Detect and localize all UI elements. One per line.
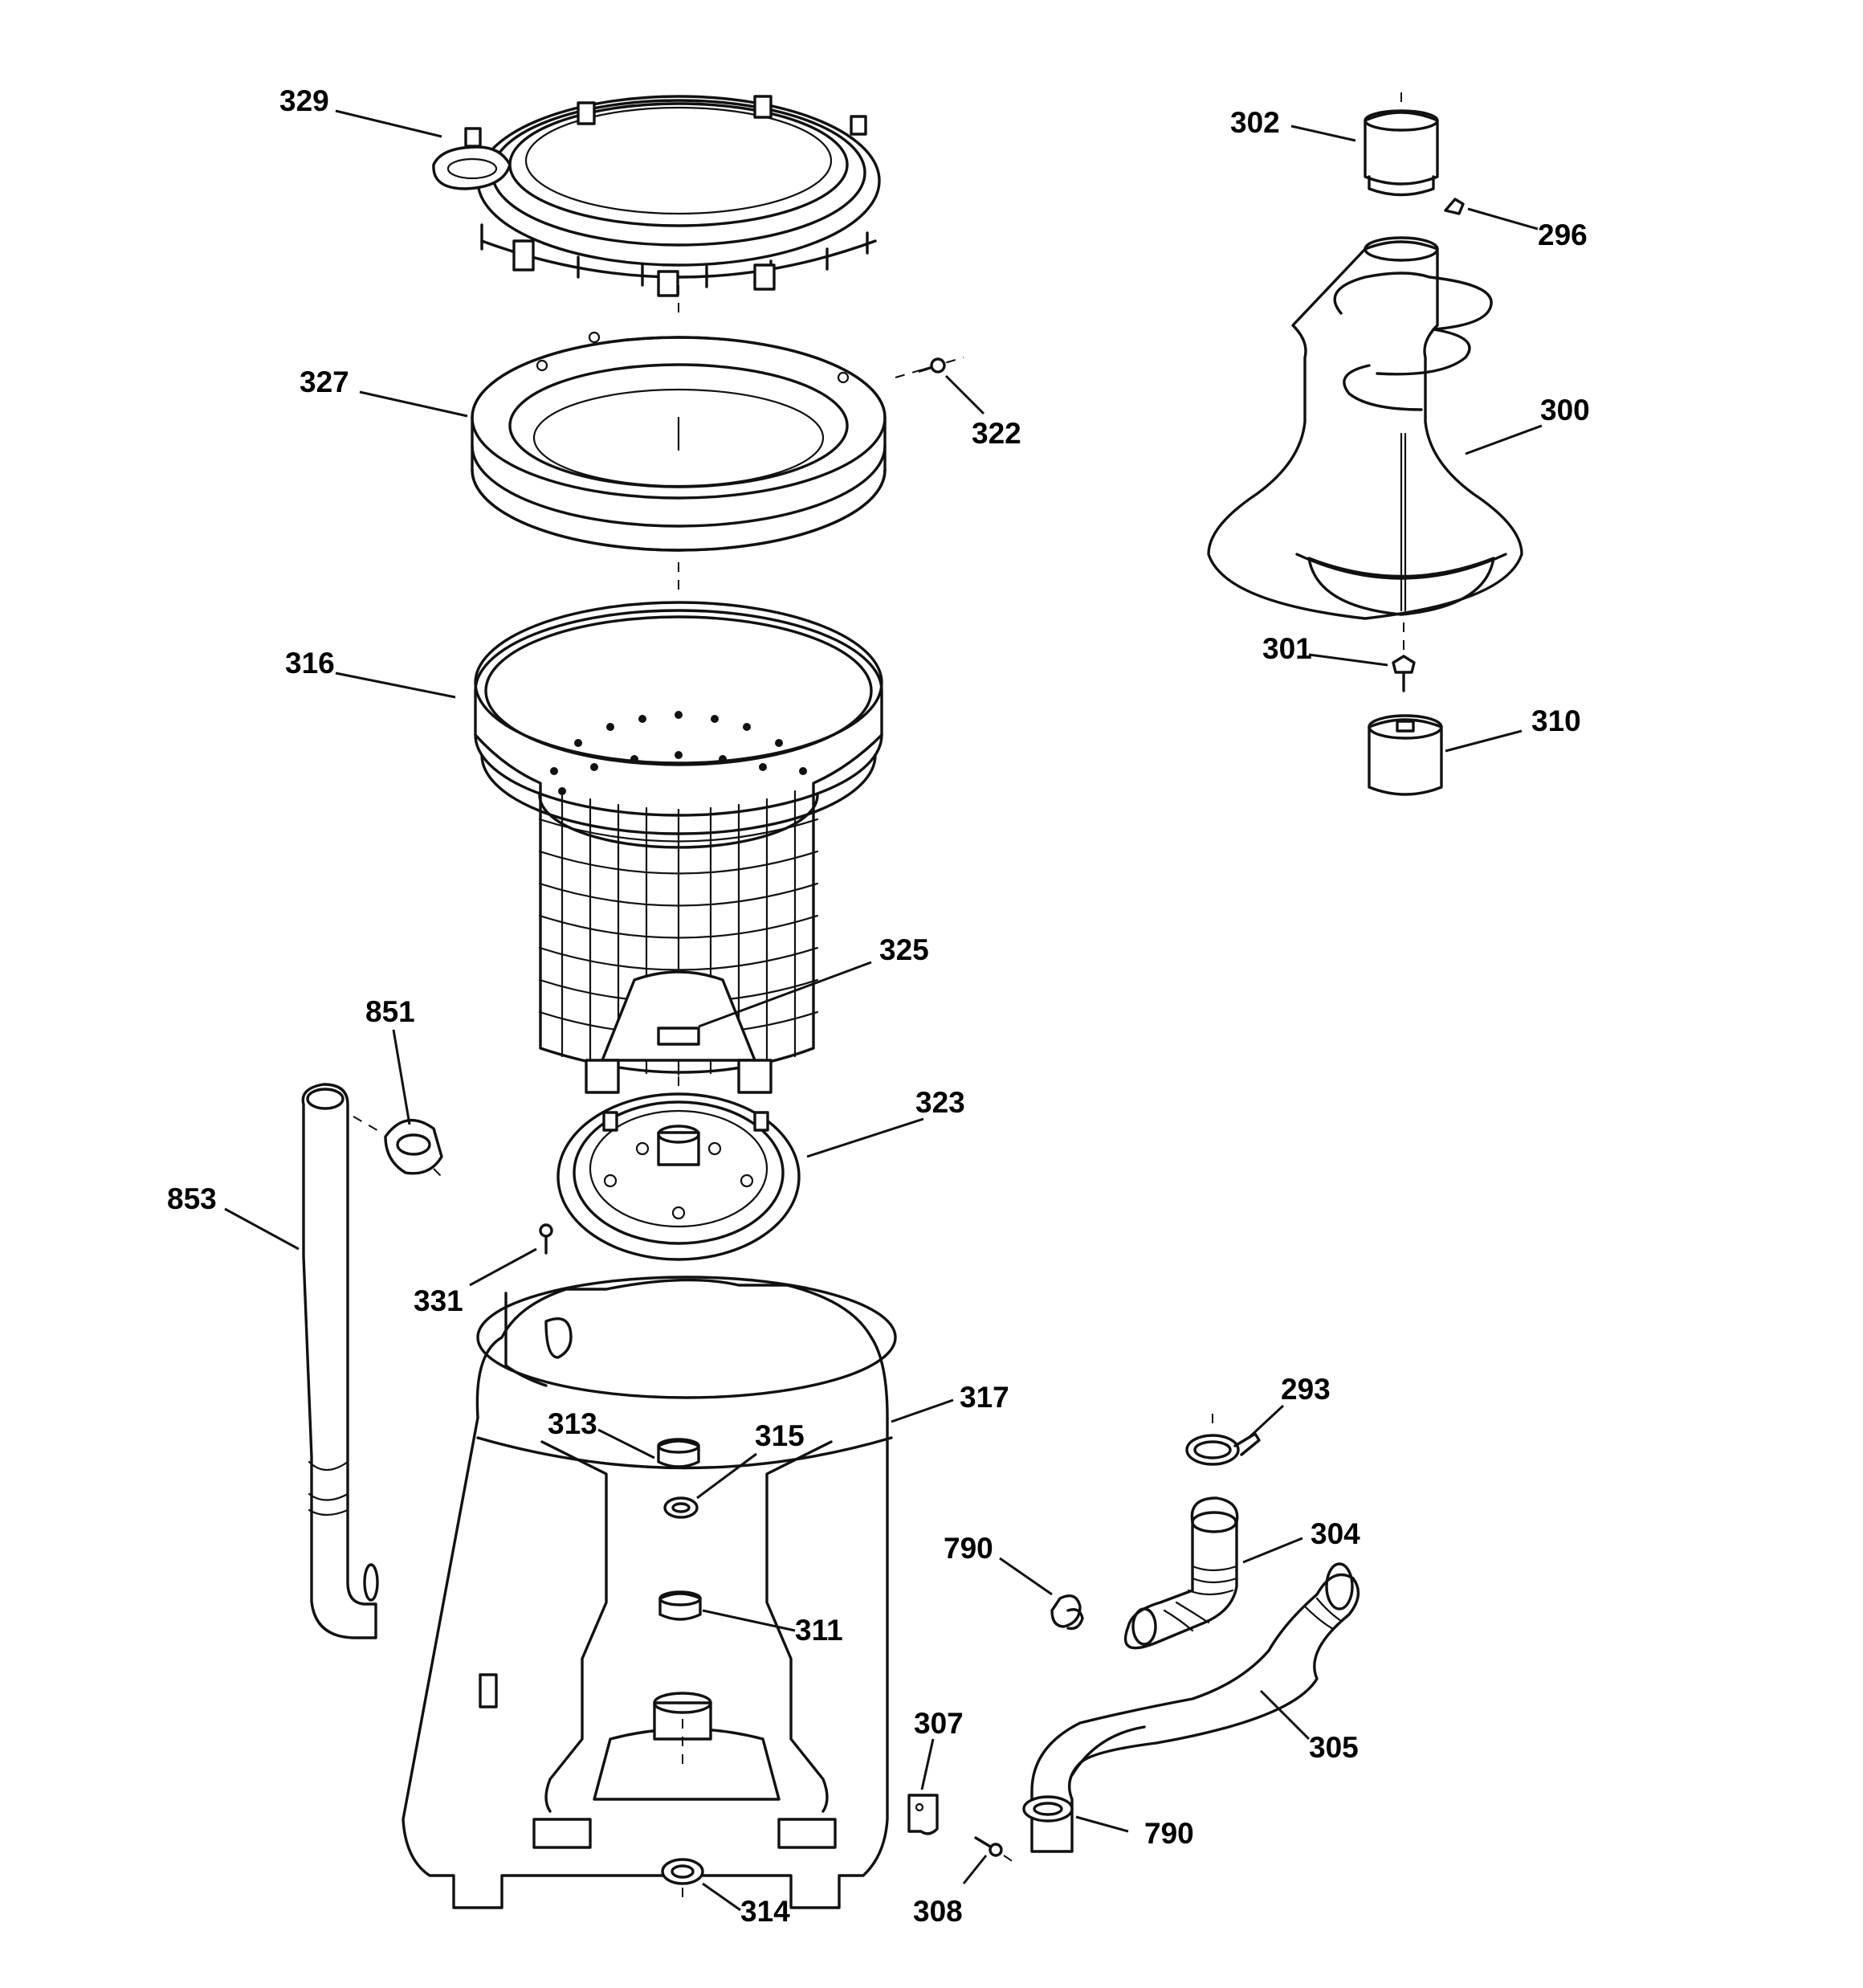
leader-317 [891, 1398, 954, 1423]
callout-308: 308 [913, 1895, 963, 1928]
clamp-790-bottom [1022, 1795, 1074, 1823]
leader-311 [702, 1609, 796, 1632]
nut-311 [658, 1590, 702, 1621]
callout-314: 314 [740, 1895, 790, 1928]
nut-313 [657, 1438, 700, 1468]
leader-296 [1467, 207, 1539, 231]
callout-301: 301 [1262, 632, 1312, 665]
agitator-300 [1207, 236, 1523, 651]
clamp-790-top [1050, 1594, 1084, 1631]
screw-322 [895, 357, 964, 378]
leader-851 [392, 1029, 411, 1125]
callout-307: 307 [914, 1707, 964, 1740]
leader-327 [359, 390, 468, 418]
callout-310: 310 [1531, 704, 1581, 737]
callout-323: 323 [915, 1086, 965, 1119]
callout-322: 322 [972, 417, 1021, 450]
callout-853: 853 [167, 1182, 217, 1215]
callout-315: 315 [755, 1419, 805, 1452]
leader-305 [1259, 1689, 1311, 1741]
callout-293: 293 [1281, 1373, 1331, 1406]
drive-hub-323 [556, 1092, 801, 1261]
leader-316 [335, 672, 456, 699]
leader-310 [1445, 729, 1523, 753]
leader-302 [1290, 125, 1356, 142]
bolt-301 [1392, 655, 1416, 692]
leader-301 [1308, 653, 1388, 667]
screw-308 [974, 1836, 1017, 1864]
callout-300: 300 [1540, 394, 1590, 427]
callout-331: 331 [414, 1284, 463, 1317]
coupling-310 [1368, 714, 1443, 796]
leader-315 [696, 1452, 757, 1500]
leader-322 [944, 374, 985, 415]
leader-790-top [999, 1557, 1053, 1596]
leader-313 [597, 1428, 655, 1459]
leader-304 [1242, 1537, 1303, 1564]
leader-308 [962, 1855, 988, 1884]
callout-304: 304 [1311, 1517, 1360, 1550]
leader-307 [920, 1738, 935, 1790]
callout-329: 329 [279, 84, 329, 117]
leader-293 [1247, 1404, 1285, 1439]
callout-305: 305 [1309, 1731, 1359, 1764]
screw-331 [539, 1223, 553, 1255]
washer-314 [661, 1858, 704, 1885]
callout-302: 302 [1230, 106, 1280, 139]
cap-851 [353, 1116, 443, 1178]
leader-314 [702, 1882, 741, 1912]
callout-316: 316 [285, 647, 335, 680]
callout-790-top: 790 [944, 1532, 993, 1565]
drain-hose-305 [1030, 1562, 1360, 1853]
leader-790-bottom [1075, 1815, 1129, 1833]
leader-325 [698, 961, 872, 1028]
callout-851: 851 [365, 995, 415, 1028]
callout-296: 296 [1538, 218, 1588, 251]
wash-basket-316 [474, 601, 883, 1108]
callout-325: 325 [879, 933, 929, 966]
leader-331 [469, 1247, 537, 1287]
hose-elbow-304 [1123, 1496, 1239, 1650]
tub-cover-329 [432, 95, 881, 317]
outer-tub-317 [402, 1276, 897, 1909]
leader-329 [335, 109, 442, 138]
balance-ring-327 [471, 331, 887, 594]
callout-313: 313 [548, 1407, 597, 1440]
agitator-cap-302 [1364, 92, 1439, 197]
callout-311: 311 [795, 1614, 843, 1647]
callout-327: 327 [300, 365, 349, 398]
callout-790-bottom: 790 [1144, 1817, 1194, 1850]
callout-317: 317 [960, 1381, 1009, 1414]
leader-323 [806, 1117, 924, 1158]
tube-853 [301, 1083, 379, 1639]
leader-853 [224, 1207, 300, 1251]
clip-296 [1444, 198, 1465, 215]
seal-315 [663, 1496, 699, 1519]
bracket-307 [907, 1794, 939, 1835]
leader-300 [1465, 424, 1543, 455]
clamp-293 [1185, 1414, 1261, 1466]
